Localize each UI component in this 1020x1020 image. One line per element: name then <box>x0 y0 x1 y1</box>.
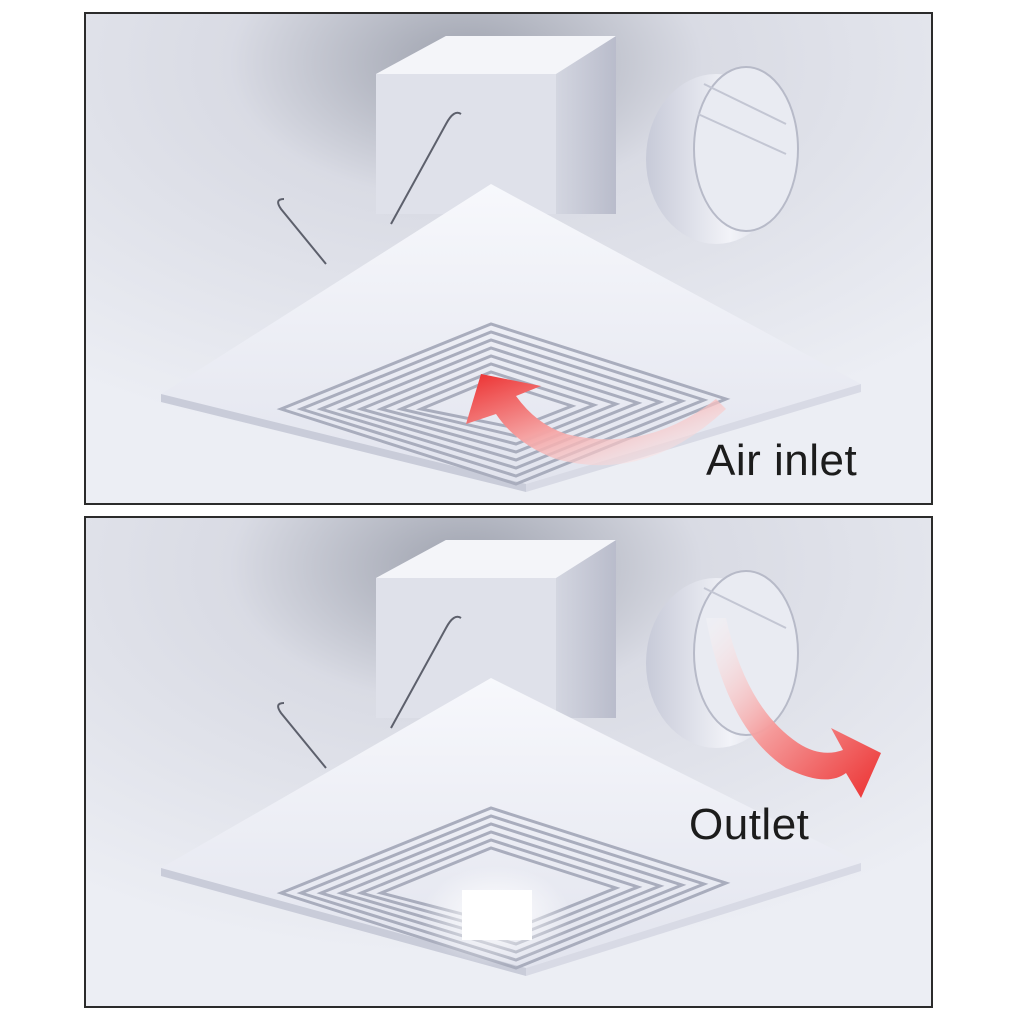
air-inlet-panel: Air inlet <box>84 12 933 505</box>
outlet-label: Outlet <box>689 800 810 849</box>
air-inlet-label: Air inlet <box>706 436 858 485</box>
ceiling-exhaust-fan <box>86 518 931 1006</box>
outlet-arrow <box>706 618 881 798</box>
ceiling-exhaust-fan <box>86 14 931 503</box>
outlet-panel: Outlet <box>84 516 933 1008</box>
air-inlet-arrow <box>466 374 726 466</box>
